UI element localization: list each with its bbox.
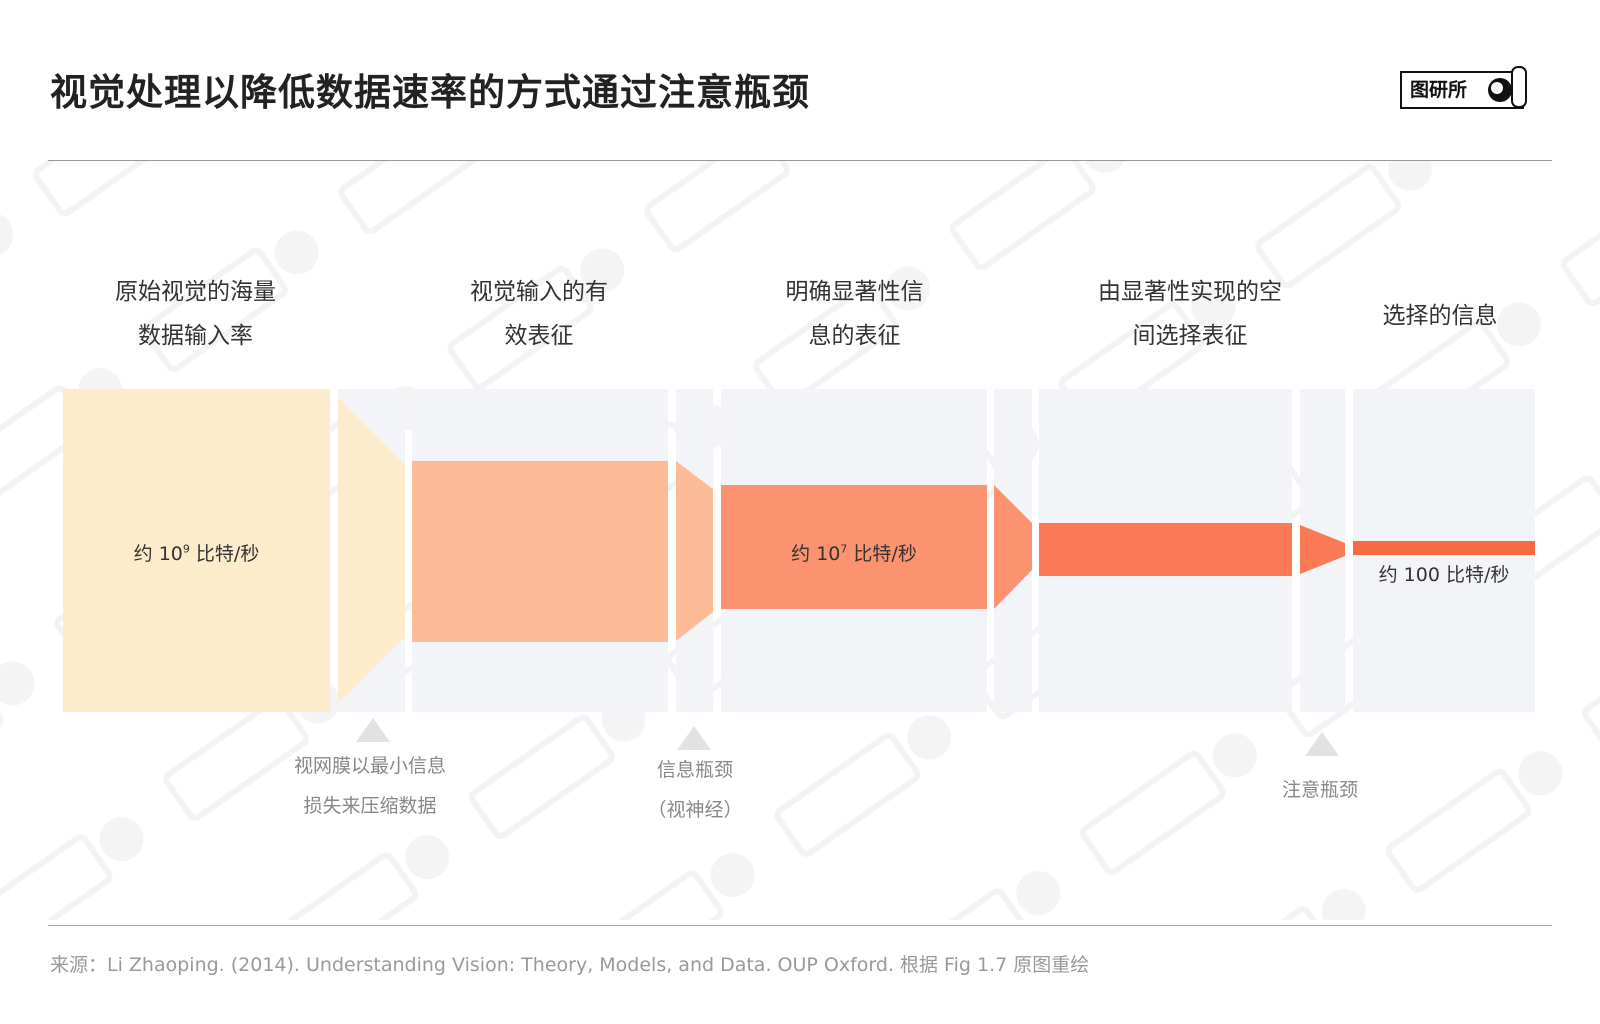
bottleneck-marker-icon xyxy=(356,718,390,742)
bottleneck-retina: 视网膜以最小信息 损失来压缩数据 xyxy=(270,746,470,826)
stage-label-line: 数据输入率 xyxy=(138,323,253,349)
bottleneck-optic-nerve: 信息瓶颈 （视神经） xyxy=(610,750,780,830)
stage-label-effective-representation: 视觉输入的有 效表征 xyxy=(412,270,666,358)
flow-block-stage-1 xyxy=(63,389,330,712)
logo-frame-icon xyxy=(1400,66,1527,109)
flow-funnel-3 xyxy=(994,485,1032,609)
rate-label-stage-5: 约 100 比特/秒 xyxy=(1353,560,1535,587)
header-divider xyxy=(48,160,1552,161)
stage-label-line: 明确显著性信 xyxy=(785,279,924,305)
brand-logo: 图研所 xyxy=(1400,66,1530,110)
rate-label-stage-3: 约 107 比特/秒 xyxy=(721,539,987,566)
rate-label-stage-1: 约 109 比特/秒 xyxy=(63,539,330,566)
flow-funnel-4 xyxy=(1300,525,1345,574)
stage-label-line: 效表征 xyxy=(504,323,574,349)
rate-suffix: 比特/秒 xyxy=(189,543,260,565)
stage-label-line: 原始视觉的海量 xyxy=(115,279,276,305)
rate-prefix: 约 10 xyxy=(133,543,183,565)
bottleneck-line: 注意瓶颈 xyxy=(1281,779,1358,801)
rate-suffix: 比特/秒 xyxy=(847,543,917,565)
rate-prefix: 约 100 比特/秒 xyxy=(1378,564,1510,586)
flow-block-stage-3 xyxy=(721,485,987,609)
logo-text: 图研所 xyxy=(1410,79,1468,101)
page-title: 视觉处理以降低数据速率的方式通过注意瓶颈 xyxy=(50,71,810,114)
footer-divider xyxy=(48,925,1552,926)
stage-label-line: 间选择表征 xyxy=(1132,323,1248,349)
stage-label-line: 由显著性实现的空 xyxy=(1098,279,1282,305)
bottleneck-marker-icon xyxy=(677,726,711,750)
bottleneck-attention: 注意瓶颈 xyxy=(1240,770,1400,810)
stage-label-saliency: 明确显著性信 息的表征 xyxy=(722,270,987,358)
stage-label-line: 选择的信息 xyxy=(1382,303,1498,329)
rate-exponent: 9 xyxy=(182,542,190,556)
bottleneck-line: 信息瓶颈 xyxy=(656,759,733,781)
stage-label-selected-info: 选择的信息 xyxy=(1350,294,1530,338)
stage-label-line: 息的表征 xyxy=(808,323,901,349)
flow-funnel-1 xyxy=(338,397,405,703)
rate-exponent: 7 xyxy=(840,542,848,556)
stage-label-line: 视觉输入的有 xyxy=(470,279,608,305)
flow-block-stage-4 xyxy=(1039,523,1292,576)
flow-block-stage-5 xyxy=(1353,541,1535,555)
stage-label-spatial-selection: 由显著性实现的空 间选择表征 xyxy=(1040,270,1340,358)
stage-label-raw-input: 原始视觉的海量 数据输入率 xyxy=(63,270,328,358)
bottleneck-line: （视神经） xyxy=(647,799,743,821)
flow-block-stage-2 xyxy=(412,461,668,642)
bottleneck-marker-icon xyxy=(1305,732,1339,756)
rate-prefix: 约 10 xyxy=(791,543,841,565)
flow-funnel-2 xyxy=(676,461,713,641)
bottleneck-line: 损失来压缩数据 xyxy=(303,795,437,817)
bottleneck-line: 视网膜以最小信息 xyxy=(293,755,446,777)
source-citation: 来源：Li Zhaoping. (2014). Understanding Vi… xyxy=(50,954,1090,976)
